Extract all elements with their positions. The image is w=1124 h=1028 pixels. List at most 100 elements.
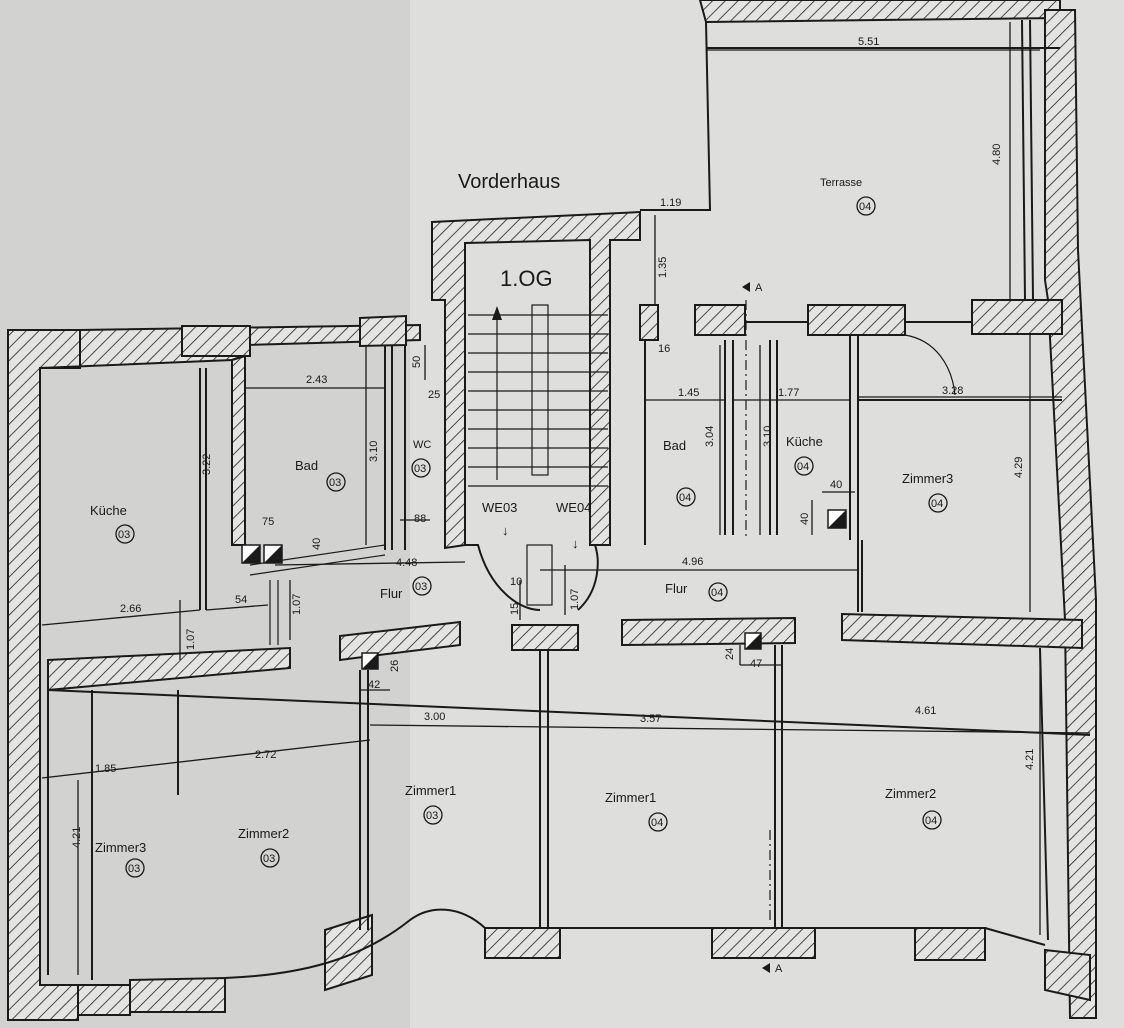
svg-text:Zimmer3: Zimmer3 [902, 471, 953, 486]
dimension-labels: 5.51 4.80 1.19 1.35 2.43 3.10 3.22 50 25… [71, 36, 1036, 848]
svg-text:A: A [775, 963, 783, 975]
door-arc [904, 334, 956, 396]
room-bad-04: Bad 04 [663, 438, 696, 507]
svg-text:Zimmer1: Zimmer1 [605, 790, 656, 805]
svg-text:2.66: 2.66 [120, 603, 141, 615]
svg-text:04: 04 [859, 201, 871, 213]
room-zimmer3-03: Zimmer3 03 [95, 840, 146, 878]
svg-text:Flur: Flur [380, 586, 403, 601]
room-zimmer1-03: Zimmer1 03 [405, 783, 456, 825]
svg-text:3.04: 3.04 [704, 426, 716, 447]
svg-text:3.28: 3.28 [942, 385, 963, 397]
room-flur-04: Flur 04 [665, 581, 728, 602]
room-kueche-04: Küche 04 [786, 434, 823, 476]
room-bad-03: Bad 03 [295, 458, 346, 492]
svg-text:54: 54 [235, 594, 247, 606]
svg-text:03: 03 [329, 477, 341, 489]
svg-text:03: 03 [415, 581, 427, 593]
room-zimmer2-03: Zimmer2 03 [238, 826, 289, 868]
svg-text:1.07: 1.07 [569, 589, 581, 610]
svg-text:42: 42 [368, 679, 380, 691]
svg-text:3.10: 3.10 [368, 441, 380, 462]
svg-text:04: 04 [797, 461, 809, 473]
room-zimmer1-04: Zimmer1 04 [605, 790, 668, 832]
outer-walls [7, 0, 1097, 1021]
svg-text:5.51: 5.51 [858, 36, 879, 48]
svg-text:WC: WC [413, 439, 431, 451]
svg-text:04: 04 [925, 815, 937, 827]
svg-text:04: 04 [711, 587, 723, 599]
svg-text:4.96: 4.96 [682, 556, 703, 568]
svg-text:25: 25 [428, 389, 440, 401]
page-right-shade [410, 0, 1124, 1028]
svg-text:Terrasse: Terrasse [820, 177, 862, 189]
svg-text:40: 40 [830, 479, 842, 491]
svg-text:Zimmer2: Zimmer2 [885, 786, 936, 801]
svg-text:3.22: 3.22 [201, 454, 213, 475]
room-zimmer3-04: Zimmer3 04 [902, 471, 953, 513]
arrow-we04: ↓ [572, 536, 579, 551]
svg-text:50: 50 [411, 356, 423, 368]
svg-text:15: 15 [509, 603, 521, 615]
svg-text:1.07: 1.07 [185, 629, 197, 650]
svg-text:2.72: 2.72 [255, 749, 276, 761]
staircase [468, 304, 608, 487]
svg-text:1.35: 1.35 [657, 257, 669, 278]
unit-we03: WE03 [482, 500, 517, 515]
svg-text:Flur: Flur [665, 581, 688, 596]
svg-text:03: 03 [118, 529, 130, 541]
svg-text:1.77: 1.77 [778, 387, 799, 399]
interior-walls [47, 19, 1083, 980]
section-markers: A A [742, 282, 783, 975]
svg-text:24: 24 [724, 648, 736, 660]
svg-text:3.00: 3.00 [424, 711, 445, 723]
svg-text:Zimmer3: Zimmer3 [95, 840, 146, 855]
svg-text:10: 10 [510, 576, 522, 588]
svg-text:Zimmer1: Zimmer1 [405, 783, 456, 798]
svg-text:88: 88 [414, 513, 426, 525]
svg-text:4.80: 4.80 [991, 144, 1003, 165]
room-flur-03: Flur 03 [380, 576, 432, 601]
shafts [241, 509, 847, 670]
svg-text:16: 16 [658, 343, 670, 355]
svg-text:1.45: 1.45 [678, 387, 699, 399]
svg-text:47: 47 [750, 658, 762, 670]
building-title: Vorderhaus [458, 171, 560, 193]
svg-text:04: 04 [651, 817, 663, 829]
dimension-lines [41, 22, 1091, 975]
svg-text:Bad: Bad [663, 438, 686, 453]
floor-label: 1.OG [500, 266, 553, 291]
svg-text:1.19: 1.19 [660, 197, 681, 209]
svg-text:26: 26 [389, 660, 401, 672]
room-terrasse-04: Terrasse 04 [820, 177, 876, 216]
svg-text:1.85: 1.85 [95, 763, 116, 775]
svg-text:3.10: 3.10 [762, 426, 774, 447]
svg-text:03: 03 [426, 810, 438, 822]
svg-text:Küche: Küche [90, 503, 127, 518]
svg-text:03: 03 [128, 863, 140, 875]
svg-text:3.57: 3.57 [640, 713, 661, 725]
room-wc-03: WC 03 [411, 439, 431, 478]
room-kueche-03: Küche 03 [90, 503, 135, 544]
svg-text:04: 04 [931, 498, 943, 510]
svg-text:4.48: 4.48 [396, 557, 417, 569]
svg-text:4.61: 4.61 [915, 705, 936, 717]
svg-text:40: 40 [799, 513, 811, 525]
svg-text:4.21: 4.21 [71, 827, 83, 848]
svg-text:A: A [755, 282, 763, 294]
svg-text:Bad: Bad [295, 458, 318, 473]
svg-text:03: 03 [263, 853, 275, 865]
svg-text:75: 75 [262, 516, 274, 528]
svg-text:Zimmer2: Zimmer2 [238, 826, 289, 841]
inner-lines [47, 21, 1091, 979]
unit-we04: WE04 [556, 500, 591, 515]
svg-text:4.29: 4.29 [1013, 457, 1025, 478]
svg-text:04: 04 [679, 492, 691, 504]
svg-text:1.07: 1.07 [291, 594, 303, 615]
svg-text:40: 40 [311, 538, 323, 550]
arrow-we03: ↓ [502, 523, 509, 538]
svg-text:4.21: 4.21 [1024, 749, 1036, 770]
svg-text:Küche: Küche [786, 434, 823, 449]
svg-text:03: 03 [414, 463, 426, 475]
